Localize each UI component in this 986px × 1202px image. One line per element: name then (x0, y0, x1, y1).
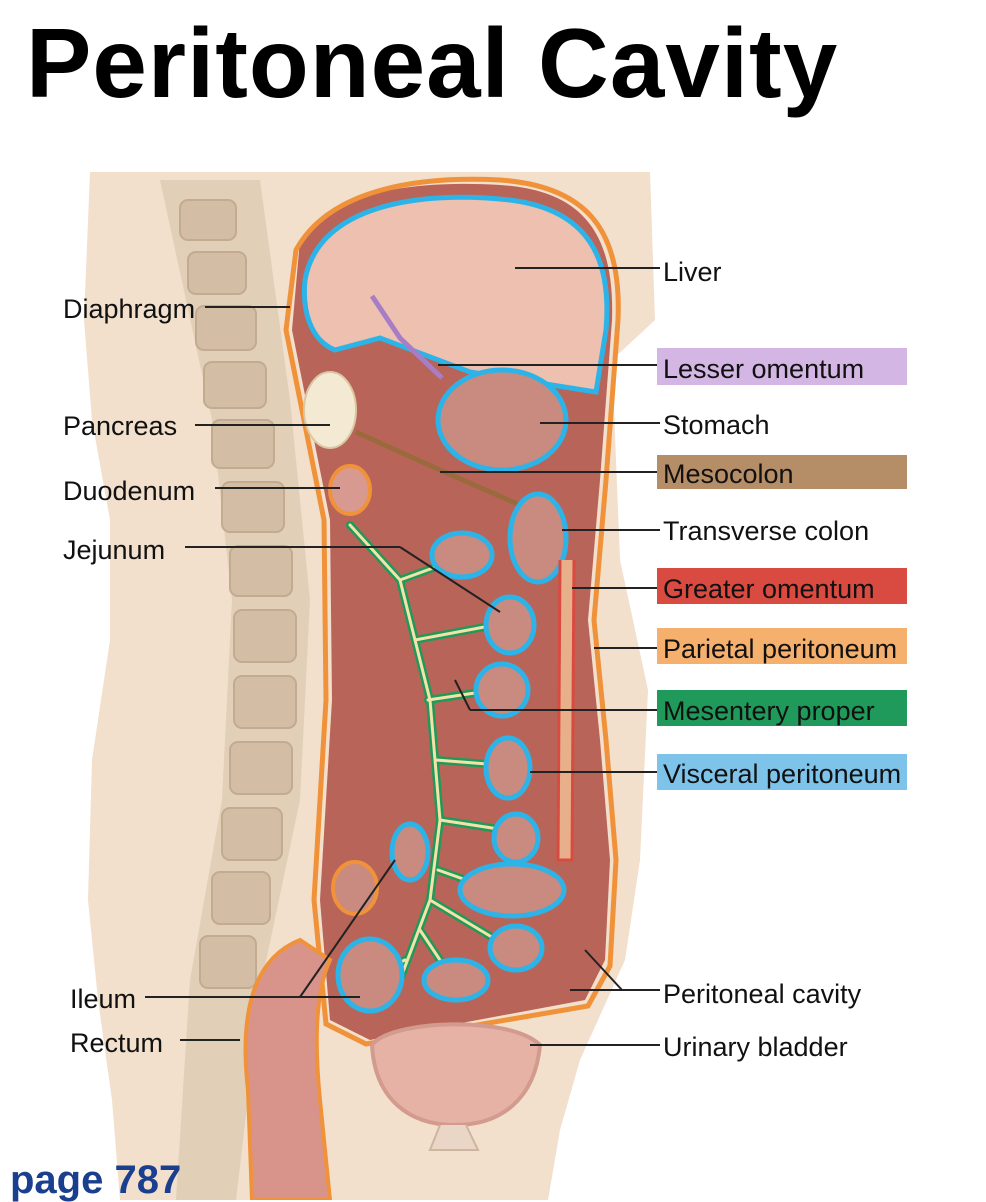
label-diaphragm: Diaphragm (63, 294, 195, 324)
label-greater-omentum: Greater omentum (663, 574, 875, 604)
pancreas-shape (304, 372, 356, 448)
label-stomach: Stomach (663, 410, 770, 440)
label-visceral-peritoneum: Visceral peritoneum (663, 759, 901, 789)
label-mesentery-proper: Mesentery proper (663, 696, 875, 726)
page-reference: page 787 (10, 1160, 181, 1200)
label-pancreas: Pancreas (63, 411, 177, 441)
duodenum-shape (330, 466, 370, 514)
label-transverse-colon: Transverse colon (663, 516, 869, 546)
label-duodenum: Duodenum (63, 476, 195, 506)
stomach-shape (438, 370, 566, 470)
label-rectum: Rectum (70, 1028, 163, 1058)
sigmoid-loop (333, 862, 377, 914)
label-peritoneal-cavity: Peritoneal cavity (663, 979, 862, 1009)
transverse-colon-shape (510, 494, 566, 582)
label-liver: Liver (663, 257, 722, 287)
rectum-shape (246, 940, 330, 1200)
label-jejunum: Jejunum (63, 535, 165, 565)
label-parietal-peritoneum: Parietal peritoneum (663, 634, 897, 664)
label-mesocolon: Mesocolon (663, 459, 794, 489)
label-ileum: Ileum (70, 984, 136, 1014)
label-lesser-omentum: Lesser omentum (663, 354, 864, 384)
label-urinary-bladder: Urinary bladder (663, 1032, 848, 1062)
